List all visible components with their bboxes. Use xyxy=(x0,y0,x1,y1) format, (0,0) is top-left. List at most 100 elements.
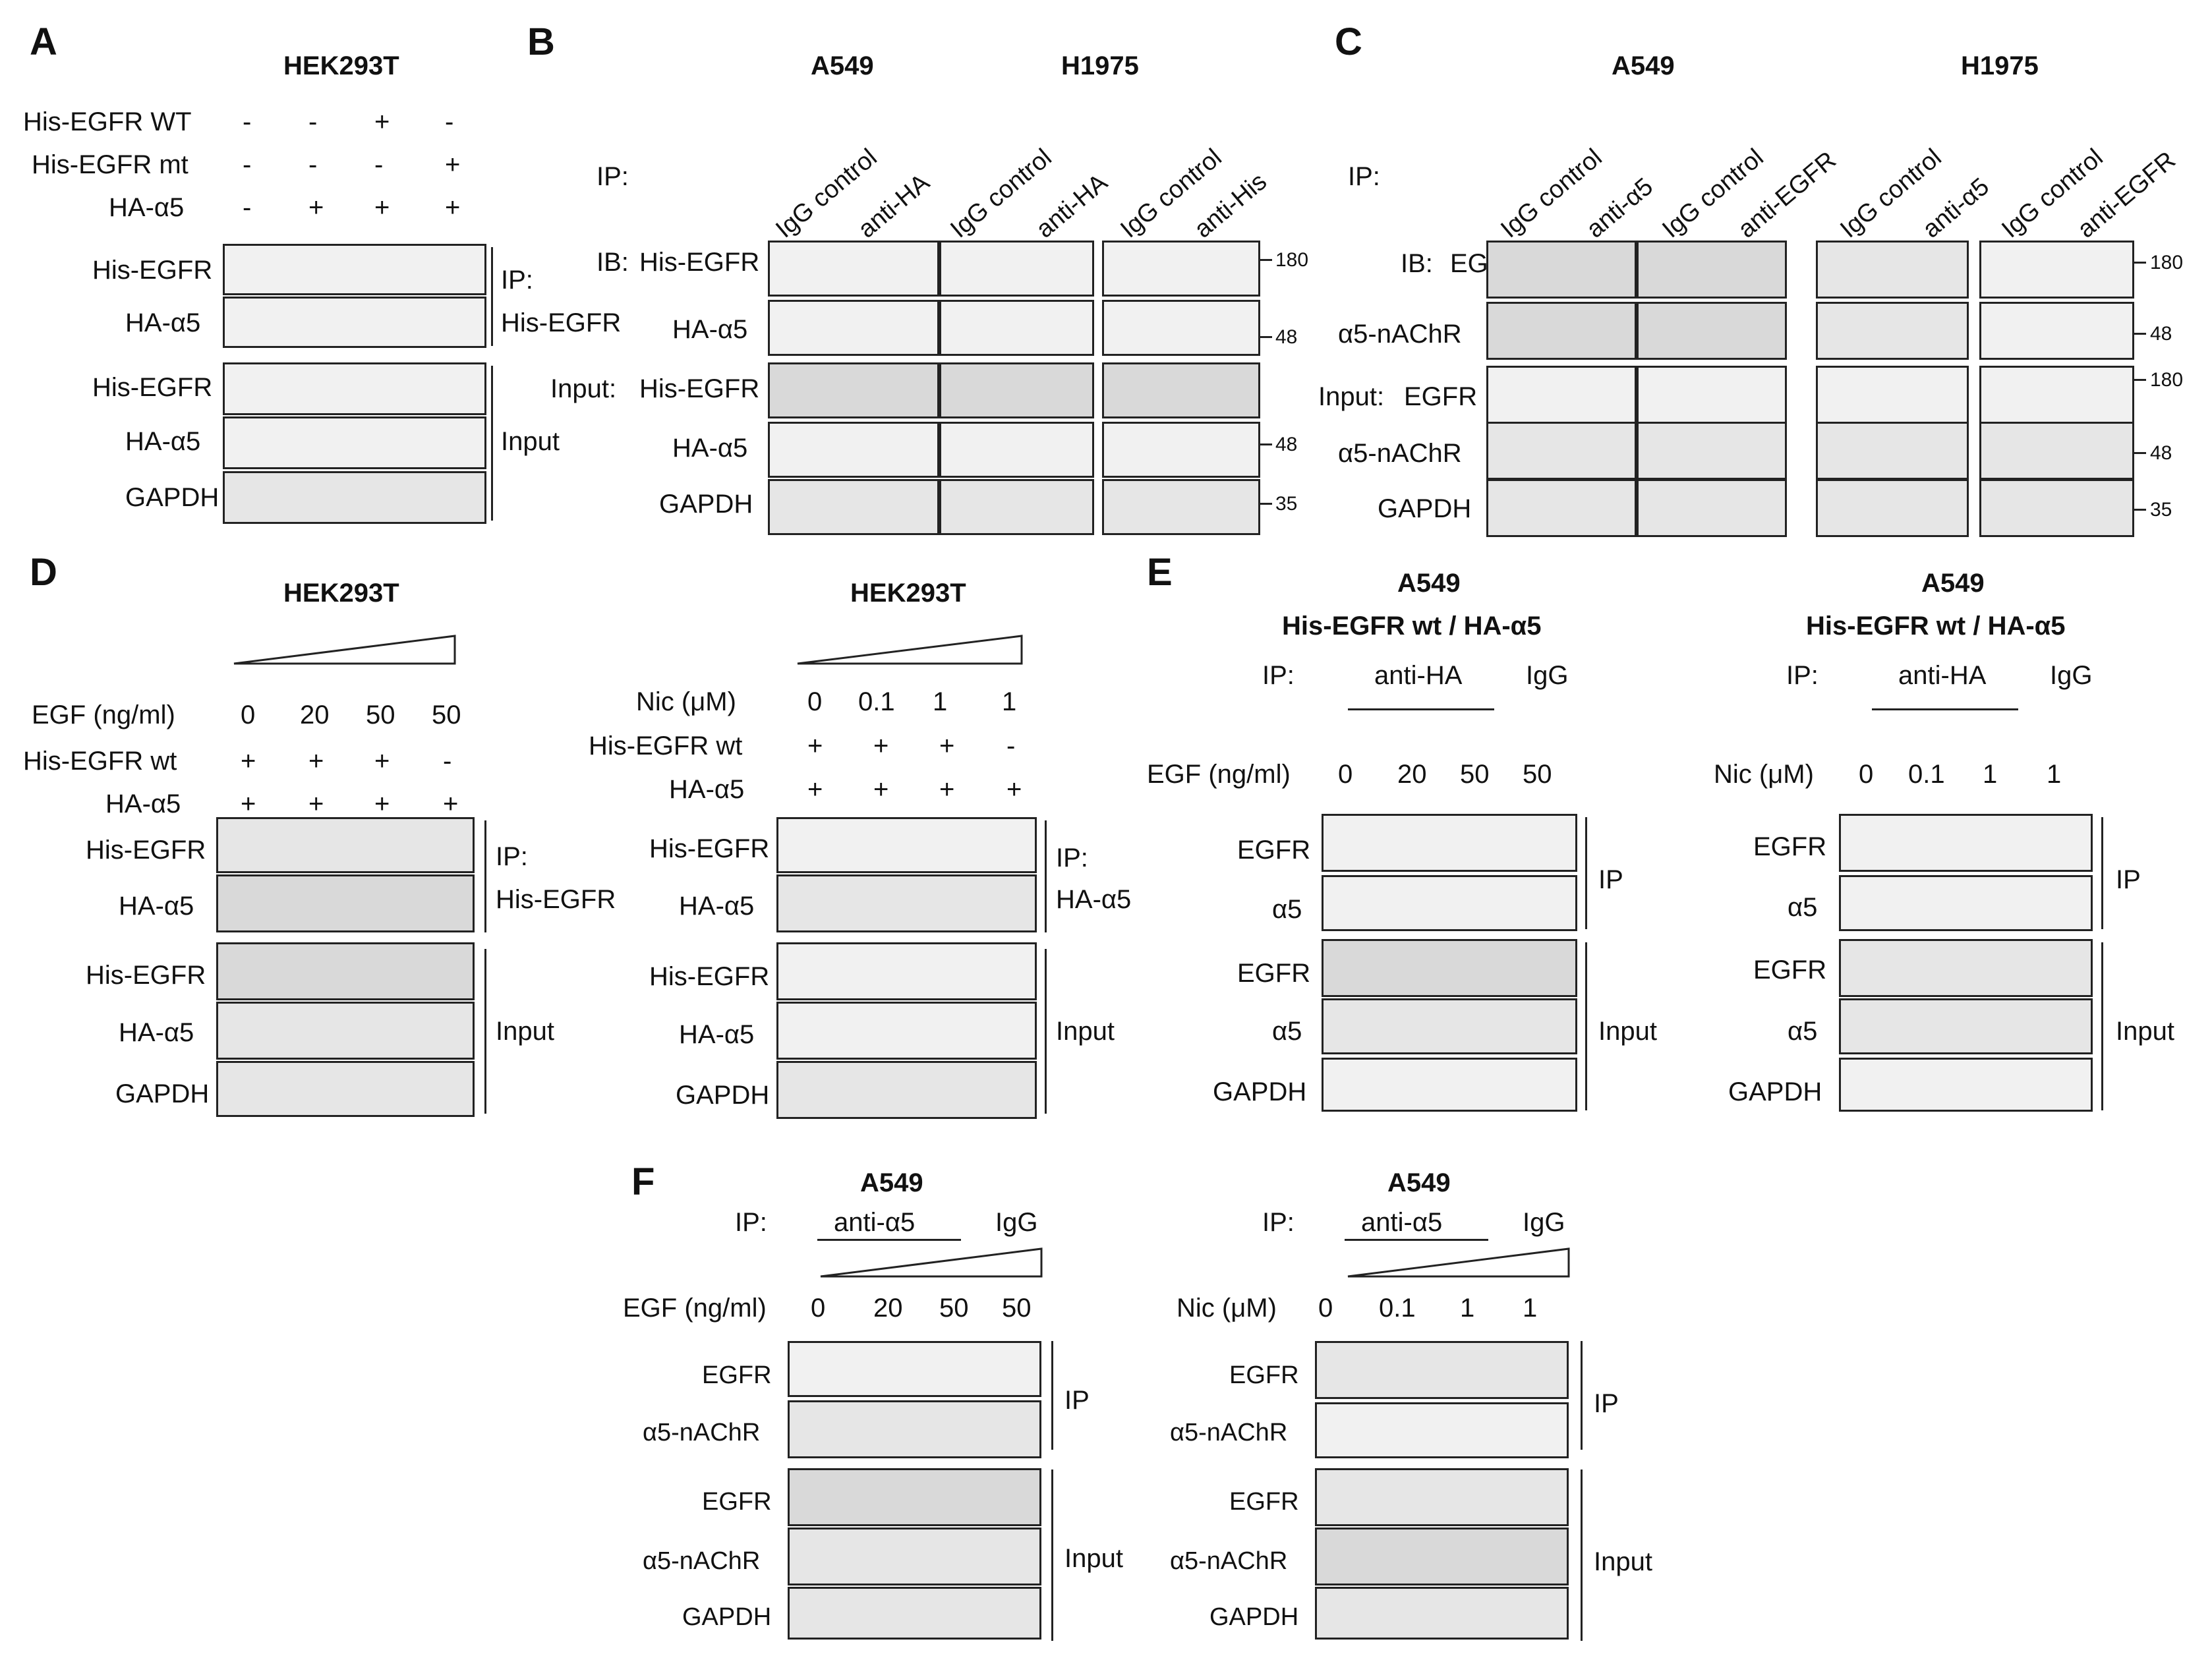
group-label: His-EGFR xyxy=(501,308,622,337)
dose-value: 50 xyxy=(1460,760,1490,789)
group-bracket xyxy=(2101,817,2103,929)
group-bracket xyxy=(1051,1341,1053,1450)
sign: + xyxy=(1006,775,1022,804)
blot-strip xyxy=(788,1468,1041,1526)
group-bracket xyxy=(484,949,486,1114)
blot-label: EGFR xyxy=(702,1488,772,1516)
blot-strip xyxy=(1315,1402,1569,1458)
dose-wedge xyxy=(233,635,456,665)
dose-value: 50 xyxy=(1002,1294,1032,1323)
panel-letter: A xyxy=(30,20,57,63)
sign: - xyxy=(443,747,452,776)
blot-label: HA-α5 xyxy=(119,1018,194,1047)
sign: - xyxy=(445,107,454,136)
blot-strip xyxy=(1486,366,1637,424)
mw-marker: 180 xyxy=(1275,249,1309,271)
blot-strip xyxy=(1102,241,1260,297)
sign: - xyxy=(243,107,252,136)
dose-wedge xyxy=(820,1247,1043,1278)
blot-label: EGFR xyxy=(1753,832,1827,861)
mw-marker: 48 xyxy=(1275,434,1298,455)
sign: + xyxy=(374,193,390,222)
blot-label: GAPDH xyxy=(125,483,219,512)
ib-label: IB: xyxy=(1401,249,1433,278)
dose-value: 0.1 xyxy=(858,687,895,716)
blot-strip xyxy=(1322,1058,1577,1112)
blot-strip xyxy=(223,362,486,415)
lane-label: anti-α5 xyxy=(1917,173,1994,244)
mw-marker: 180 xyxy=(2150,252,2184,273)
blot-strip xyxy=(223,471,486,524)
cell-line-title: A549 xyxy=(1921,569,1985,598)
group-label: IP xyxy=(1598,865,1623,894)
lane-label: anti-α5 xyxy=(1581,173,1658,244)
group-bracket xyxy=(1585,817,1587,929)
group-label: Input xyxy=(1594,1547,1652,1576)
blot-label: HA-α5 xyxy=(679,1020,755,1049)
sign: + xyxy=(241,747,256,776)
construct-title: His-EGFR wt / HA-α5 xyxy=(1282,612,1542,641)
dose-value: 1 xyxy=(1983,760,1998,789)
blot-strip xyxy=(768,300,939,356)
dose-value: 1 xyxy=(1002,687,1017,716)
blot-strip xyxy=(939,362,1094,418)
blot-strip xyxy=(1816,422,1969,480)
blot-label: HA-α5 xyxy=(125,427,201,456)
group-bracket xyxy=(1581,1341,1583,1450)
blot-label: His-EGFR xyxy=(639,248,760,277)
blot-strip xyxy=(776,1002,1037,1060)
blot-strip xyxy=(1839,875,2093,931)
blot-strip xyxy=(216,942,475,1000)
dose-label: EGF (ng/ml) xyxy=(1147,760,1291,789)
blot-label: EGFR xyxy=(702,1361,772,1389)
blot-strip xyxy=(1322,939,1577,997)
blot-label: HA-α5 xyxy=(119,892,194,921)
condition-label: His-EGFR wt xyxy=(23,747,177,776)
sign: - xyxy=(1006,731,1016,760)
blot-label: GAPDH xyxy=(682,1603,772,1631)
dose-label: Nic (μM) xyxy=(1714,760,1814,789)
dose-value: 1 xyxy=(1460,1294,1475,1323)
mw-tick xyxy=(2134,262,2146,264)
dose-value: 0 xyxy=(241,700,256,729)
blot-strip xyxy=(1979,302,2134,360)
blot-strip xyxy=(1486,479,1637,537)
blot-strip xyxy=(1979,366,2134,424)
dose-label: Nic (μM) xyxy=(636,687,736,716)
sign: + xyxy=(873,731,889,760)
blot-strip xyxy=(788,1400,1041,1458)
dose-value: 50 xyxy=(1523,760,1552,789)
ip-label: IP: xyxy=(735,1208,767,1237)
group-label: IP: xyxy=(501,266,533,295)
group-label: Input xyxy=(496,1017,554,1046)
blot-strip xyxy=(1102,362,1260,418)
dose-value: 0 xyxy=(1318,1294,1333,1323)
mw-marker: 35 xyxy=(1275,493,1298,515)
mw-marker: 48 xyxy=(2150,323,2172,345)
mw-tick xyxy=(2134,333,2146,335)
ib-label: IB: xyxy=(597,248,629,277)
blot-strip xyxy=(776,817,1037,873)
dose-value: 0 xyxy=(811,1294,826,1323)
blot-label: EGFR xyxy=(1404,382,1478,411)
blot-label: α5 xyxy=(1788,1017,1818,1046)
sign: + xyxy=(939,731,955,760)
blot-strip xyxy=(1486,302,1637,360)
cell-line-title: HEK293T xyxy=(850,579,966,608)
blot-label: α5-nAChR xyxy=(1338,320,1462,349)
group-label: Input xyxy=(1064,1544,1123,1573)
group-label: IP xyxy=(1594,1389,1619,1418)
blot-label: EGFR xyxy=(1229,1361,1299,1389)
group-bracket xyxy=(2101,942,2103,1110)
dose-value: 0 xyxy=(1338,760,1353,789)
sign: + xyxy=(443,789,459,818)
blot-strip xyxy=(216,874,475,932)
sign: + xyxy=(374,747,390,776)
mw-tick xyxy=(1260,443,1272,445)
mw-marker: 48 xyxy=(2150,442,2172,464)
group-label: His-EGFR xyxy=(496,885,616,914)
group-label: Input xyxy=(2116,1017,2174,1046)
blot-strip xyxy=(1816,241,1969,299)
blot-strip xyxy=(1839,814,2093,872)
blot-label: GAPDH xyxy=(115,1079,210,1108)
